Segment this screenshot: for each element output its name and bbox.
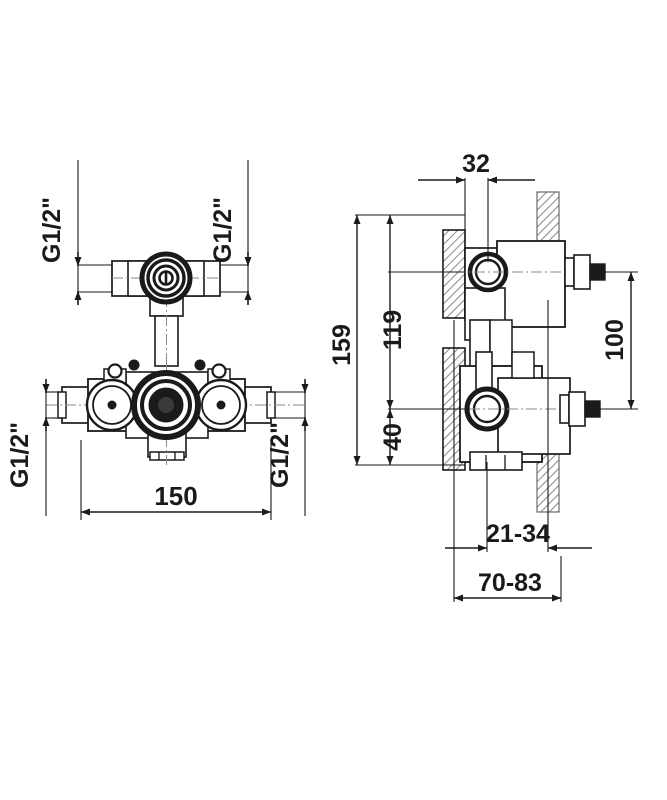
port-label-bottom-right: G1/2" bbox=[266, 422, 294, 488]
dimension-label-119: 119 bbox=[379, 310, 407, 350]
front-view-port-arrows-bottom bbox=[42, 379, 309, 431]
port-label-top-right: G1/2" bbox=[209, 197, 237, 263]
dimension-projection-21-34: 21-34 bbox=[445, 300, 592, 552]
dimension-label-70-83: 70-83 bbox=[478, 569, 542, 597]
dimension-label-32: 32 bbox=[462, 150, 490, 178]
dimension-height-100: 100 bbox=[600, 271, 638, 410]
dimension-depth-32: 32 bbox=[418, 150, 535, 262]
port-label-bottom-left: G1/2" bbox=[6, 422, 34, 488]
upper-valve-body bbox=[111, 260, 221, 372]
lower-cartridge bbox=[450, 351, 624, 471]
side-section-view: 32 159 119 40 100 bbox=[328, 150, 638, 602]
thermostatic-knob bbox=[131, 370, 201, 440]
dimension-label-40: 40 bbox=[379, 423, 407, 451]
dimension-label-150: 150 bbox=[154, 481, 197, 511]
flange-upper bbox=[442, 229, 466, 319]
front-view-extension-lines-bottom bbox=[45, 388, 306, 516]
front-view-port-arrows-top bbox=[74, 252, 252, 305]
dimension-projection-70-83: 70-83 bbox=[453, 320, 562, 602]
front-view: 150 G1/2" G1/2" G1/2" G1/2" bbox=[6, 160, 309, 520]
front-view-extension-lines bbox=[77, 160, 249, 300]
dimension-label-100: 100 bbox=[601, 319, 629, 361]
dimension-width-150: 150 bbox=[80, 440, 272, 520]
upper-valve-knob bbox=[139, 251, 193, 305]
dimension-label-21-34: 21-34 bbox=[486, 520, 550, 548]
right-handle-ring bbox=[194, 378, 248, 432]
port-label-top-left: G1/2" bbox=[38, 197, 66, 263]
left-handle-ring bbox=[85, 378, 139, 432]
dimension-group-vertical-left: 159 119 40 bbox=[328, 214, 470, 466]
upper-cartridge bbox=[455, 240, 624, 371]
dimension-label-159: 159 bbox=[328, 324, 356, 366]
